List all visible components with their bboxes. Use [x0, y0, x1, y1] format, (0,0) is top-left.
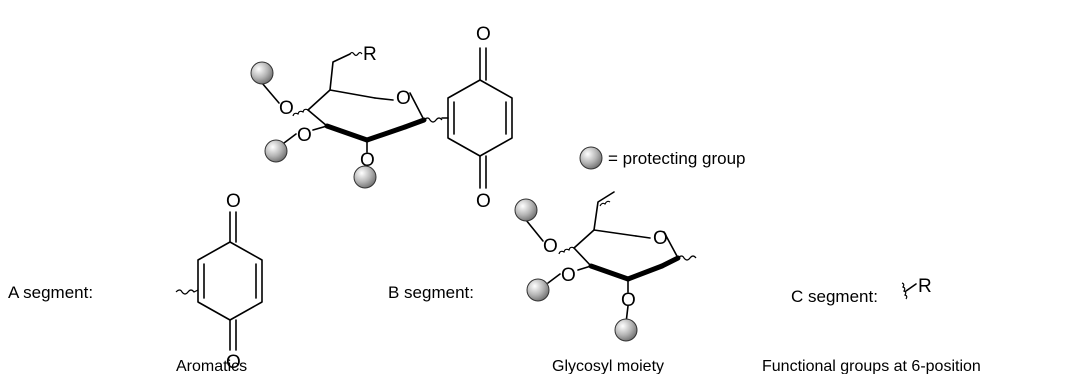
- segment-b-label: B segment:: [388, 283, 474, 302]
- segment-b-caption: Glycosyl moiety: [552, 358, 664, 374]
- b-ring-oxygen: O: [653, 228, 668, 249]
- o4-oxygen: O: [279, 98, 294, 119]
- segment-a-label: A segment:: [8, 283, 93, 302]
- segment-c: C segment: R: [791, 276, 932, 306]
- segment-a-caption-text: Aromatics: [176, 358, 247, 374]
- segment-c-caption: Functional groups at 6-position: [762, 358, 981, 374]
- protecting-group-sphere: [579, 146, 603, 170]
- full-molecule: O R O O O O O: [250, 24, 513, 212]
- b-o2-oxygen: O: [621, 290, 636, 311]
- protecting-group-sphere: [250, 61, 274, 85]
- c-r-group: R: [918, 276, 932, 297]
- protecting-group-sphere: [514, 198, 538, 222]
- segment-c-label: C segment:: [791, 287, 878, 306]
- protecting-group-sphere: [353, 165, 377, 189]
- legend-text: = protecting group: [608, 149, 746, 168]
- protecting-group-sphere: [264, 139, 288, 163]
- b-o4-oxygen: O: [543, 236, 558, 257]
- a-bottom-oxygen: O: [226, 352, 241, 373]
- b-o3-oxygen: O: [561, 265, 576, 286]
- segment-a: A segment: O O Aromatics: [8, 191, 263, 373]
- legend: = protecting group: [579, 146, 746, 170]
- quinone-bottom-oxygen: O: [476, 191, 491, 212]
- protecting-group-sphere: [614, 318, 638, 342]
- segment-b: B segment: O O O O: [388, 191, 697, 342]
- quinone-top-oxygen: O: [476, 24, 491, 45]
- ring-oxygen: O: [396, 88, 411, 109]
- a-top-oxygen: O: [226, 191, 241, 212]
- r-group-label: R: [363, 44, 377, 65]
- o3-oxygen: O: [297, 125, 312, 146]
- protecting-group-sphere: [526, 278, 550, 302]
